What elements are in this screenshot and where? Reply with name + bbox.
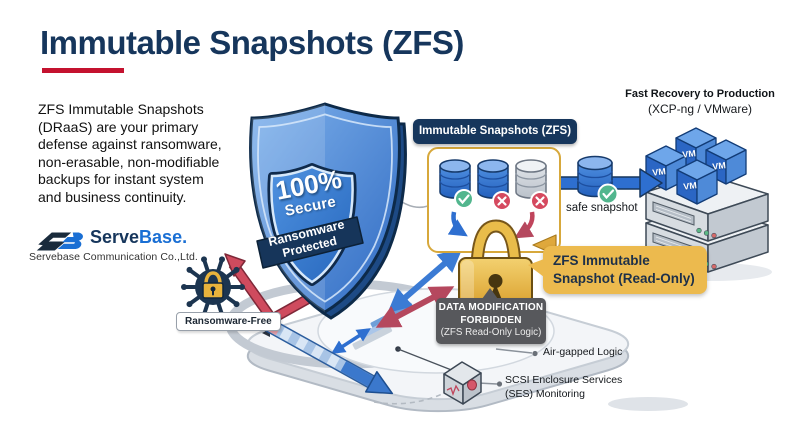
air-gapped-label: Air-gapped Logic — [543, 346, 623, 358]
servebase-logo-icon — [36, 232, 83, 251]
blocked-write-arrow — [514, 211, 535, 239]
ses-monitoring-label: SCSI Enclosure Services (SES) Monitoring — [505, 374, 622, 401]
vm-label: VM — [711, 160, 727, 172]
ransomware-free-label: Ransomware-Free — [176, 312, 281, 331]
ransomware-virus-icon — [181, 256, 245, 318]
callout-line2: Snapshot (Read-Only) — [553, 271, 695, 286]
shield-icon — [249, 102, 407, 320]
intro-line: (DRaaS) are your primary — [38, 118, 199, 135]
forbidden-line3: (ZFS Read-Only Logic) — [440, 327, 542, 338]
forbidden-line2: FORBIDDEN — [460, 314, 522, 326]
ses-line2: (SES) Monitoring — [505, 387, 585, 400]
database-ok-icon — [439, 159, 474, 209]
safe-snapshot-label: safe snapshot — [566, 202, 638, 214]
brand-name-primary: Serve — [90, 227, 140, 247]
intro-line: ZFS Immutable Snapshots — [38, 101, 204, 117]
brand-name: ServeBase. — [90, 227, 187, 248]
callout-line1: ZFS Immutable — [553, 253, 650, 268]
intro-line: non-erasable, non-modifiable — [38, 153, 220, 170]
sync-arrow-red — [375, 286, 455, 328]
platform-shadow — [608, 397, 688, 411]
zfs-readonly-callout: ZFS Immutable Snapshot (Read-Only) — [528, 246, 707, 294]
immutable-snapshots-badge: Immutable Snapshots (ZFS) — [413, 119, 577, 144]
brand-name-secondary: Base. — [139, 227, 188, 247]
forbidden-badge-pointer — [482, 288, 498, 299]
recovery-title: Fast Recovery to Production — [625, 88, 775, 100]
intro-line: and business continuity. — [38, 188, 187, 205]
forbidden-line1: DATA MODIFICATION — [438, 302, 544, 313]
page-title: Immutable Snapshots (ZFS) — [40, 24, 464, 61]
title-accent-bar — [42, 68, 124, 73]
ses-cube-icon — [443, 361, 482, 405]
disc-sync-arrow — [331, 328, 371, 354]
recovery-subtitle: (XCP-ng / VMware) — [647, 102, 753, 116]
intro-line: backups for instant system — [38, 171, 204, 188]
database-corrupt-icon — [477, 159, 512, 211]
vm-label: VM — [681, 148, 697, 160]
callout-tail — [528, 259, 544, 277]
vm-label: VM — [651, 166, 667, 178]
brand-company: Servebase Communication Co.,Ltd. — [29, 251, 198, 263]
safe-snapshot-db-icon — [577, 155, 619, 205]
intro-paragraph: ZFS Immutable Snapshots (DRaaS) are your… — [38, 101, 222, 207]
intro-line: defense against ransomware, — [38, 136, 222, 153]
forbidden-badge: DATA MODIFICATION FORBIDDEN (ZFS Read-On… — [436, 288, 546, 344]
ses-line1: SCSI Enclosure Services — [505, 374, 623, 386]
shield-ribbon — [256, 216, 364, 269]
allowed-write-arrow — [447, 211, 468, 237]
database-blocked-icon — [515, 159, 550, 211]
vm-label: VM — [682, 180, 698, 192]
